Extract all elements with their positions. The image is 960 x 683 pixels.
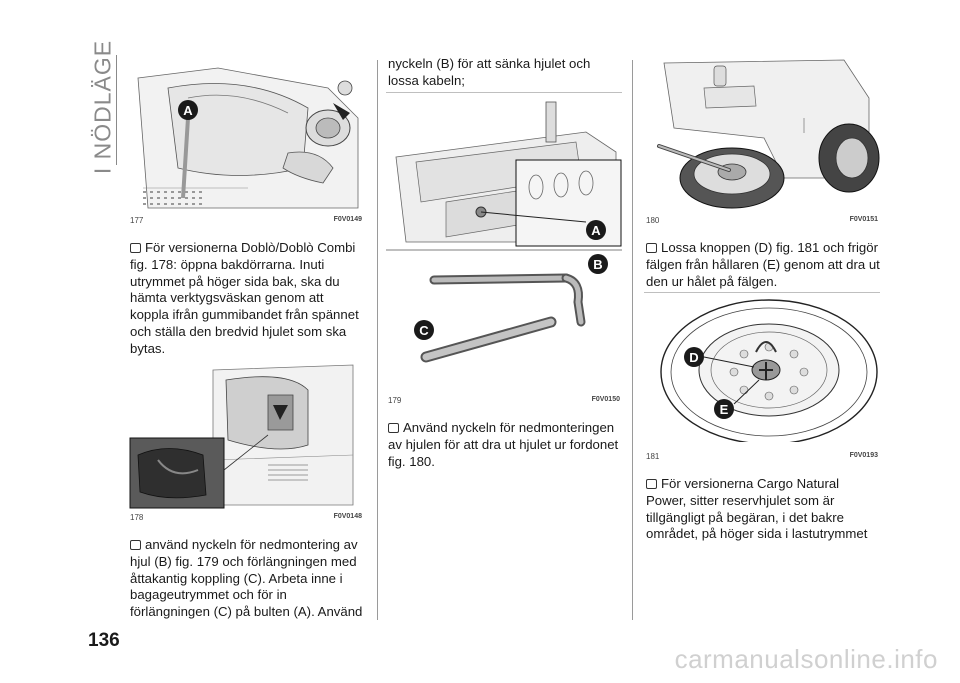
watermark: carmanualsonline.info — [674, 644, 938, 674]
vehicle-version-icon — [130, 243, 141, 253]
figure-181-label-d: D — [689, 350, 698, 365]
column-divider-1 — [377, 60, 378, 620]
figure-179: A B C — [386, 92, 622, 392]
vehicle-version-icon — [130, 540, 141, 550]
figure-179-number: 179 — [388, 396, 402, 405]
figure-179-code: F0V0150 — [591, 396, 620, 403]
paragraph-3: nyckeln (B) för att sänka hjulet och los… — [388, 56, 591, 88]
figure-177-number: 177 — [130, 216, 144, 225]
paragraph-1: För versionerna Doblò/Doblò Combi fig. 1… — [130, 240, 359, 356]
figure-177-label-a: A — [183, 103, 193, 118]
figure-178-caption: 178 F0V0148 — [130, 513, 362, 522]
column-divider-2 — [632, 60, 633, 620]
figure-180-code: F0V0151 — [849, 216, 878, 223]
figure-178 — [128, 360, 364, 510]
figure-179-caption: 179 F0V0150 — [388, 396, 620, 405]
vehicle-version-icon — [646, 479, 657, 489]
figure-178-number: 178 — [130, 513, 144, 522]
figure-181-label-e: E — [720, 402, 729, 417]
paragraph-6: För versionerna Cargo Natural Power, sit… — [646, 476, 868, 542]
figure-177-code: F0V0149 — [333, 216, 362, 223]
section-title-rule — [116, 55, 117, 165]
figure-179-label-b: B — [593, 257, 602, 272]
figure-178-code: F0V0148 — [333, 513, 362, 520]
figure-179-label-a: A — [591, 223, 601, 238]
page-number: 136 — [88, 630, 120, 651]
figure-179-label-c: C — [419, 323, 429, 338]
figure-180 — [644, 58, 880, 213]
figure-177-caption: 177 F0V0149 — [130, 216, 362, 225]
figure-180-caption: 180 F0V0151 — [646, 216, 878, 225]
figure-181: D E — [644, 292, 880, 442]
paragraph-2: använd nyckeln för nedmontering av hjul … — [130, 537, 363, 620]
vehicle-version-icon — [646, 243, 657, 253]
paragraph-4: Använd nyckeln för nedmonteringen av hju… — [388, 420, 619, 469]
vehicle-version-icon — [388, 423, 399, 433]
figure-181-number: 181 — [646, 452, 660, 461]
section-title: I NÖDLÄGE — [89, 39, 116, 175]
figure-181-code: F0V0193 — [849, 452, 878, 459]
figure-177: A — [128, 58, 364, 213]
figure-181-caption: 181 F0V0193 — [646, 452, 878, 461]
paragraph-5: Lossa knoppen (D) fig. 181 och frigör fä… — [646, 240, 880, 289]
figure-180-number: 180 — [646, 216, 660, 225]
